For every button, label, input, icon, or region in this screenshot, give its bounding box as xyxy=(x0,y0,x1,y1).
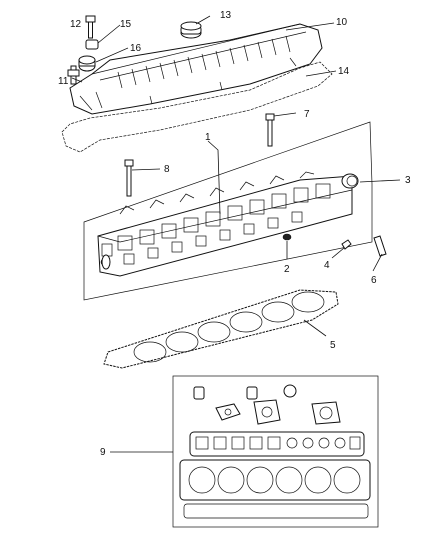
callout-labels: 1 2 3 4 5 6 7 8 9 10 11 12 13 14 15 16 xyxy=(58,10,411,458)
callout-10: 10 xyxy=(336,17,348,28)
stud-11 xyxy=(67,65,80,85)
callout-11: 11 xyxy=(58,76,69,87)
callout-4: 4 xyxy=(324,260,330,271)
callout-13: 13 xyxy=(220,10,232,21)
cylinder-head-gasket xyxy=(103,289,339,369)
valve-cover xyxy=(69,23,323,115)
gasket-kit xyxy=(172,375,379,528)
callout-8: 8 xyxy=(164,164,170,175)
oil-fill-cap xyxy=(180,21,202,39)
callout-15: 15 xyxy=(120,19,132,30)
valve-cover-ribs xyxy=(117,35,291,89)
leader-lines xyxy=(71,15,401,453)
callout-3: 3 xyxy=(405,175,411,186)
callout-1: 1 xyxy=(205,132,211,143)
grommet-15 xyxy=(85,39,99,50)
dowel-4 xyxy=(341,239,352,250)
cylinder-head xyxy=(97,171,353,277)
callout-2: 2 xyxy=(284,264,290,275)
callout-16: 16 xyxy=(130,43,142,54)
bolt-12 xyxy=(85,15,96,39)
expansion-plug-3 xyxy=(341,173,359,189)
head-bolt-7 xyxy=(265,113,275,147)
callout-6: 6 xyxy=(371,275,377,286)
head-bolt-8 xyxy=(124,159,134,197)
plug-2 xyxy=(282,233,292,241)
cylinder-head-outline-box xyxy=(83,121,373,301)
stud-6 xyxy=(373,235,387,257)
callout-5: 5 xyxy=(330,340,336,351)
isolator-16 xyxy=(78,55,96,72)
valve-cover-gasket xyxy=(61,61,333,153)
callout-12: 12 xyxy=(70,19,82,30)
callout-9: 9 xyxy=(100,447,106,458)
callout-7: 7 xyxy=(304,109,310,120)
callout-14: 14 xyxy=(338,66,350,77)
